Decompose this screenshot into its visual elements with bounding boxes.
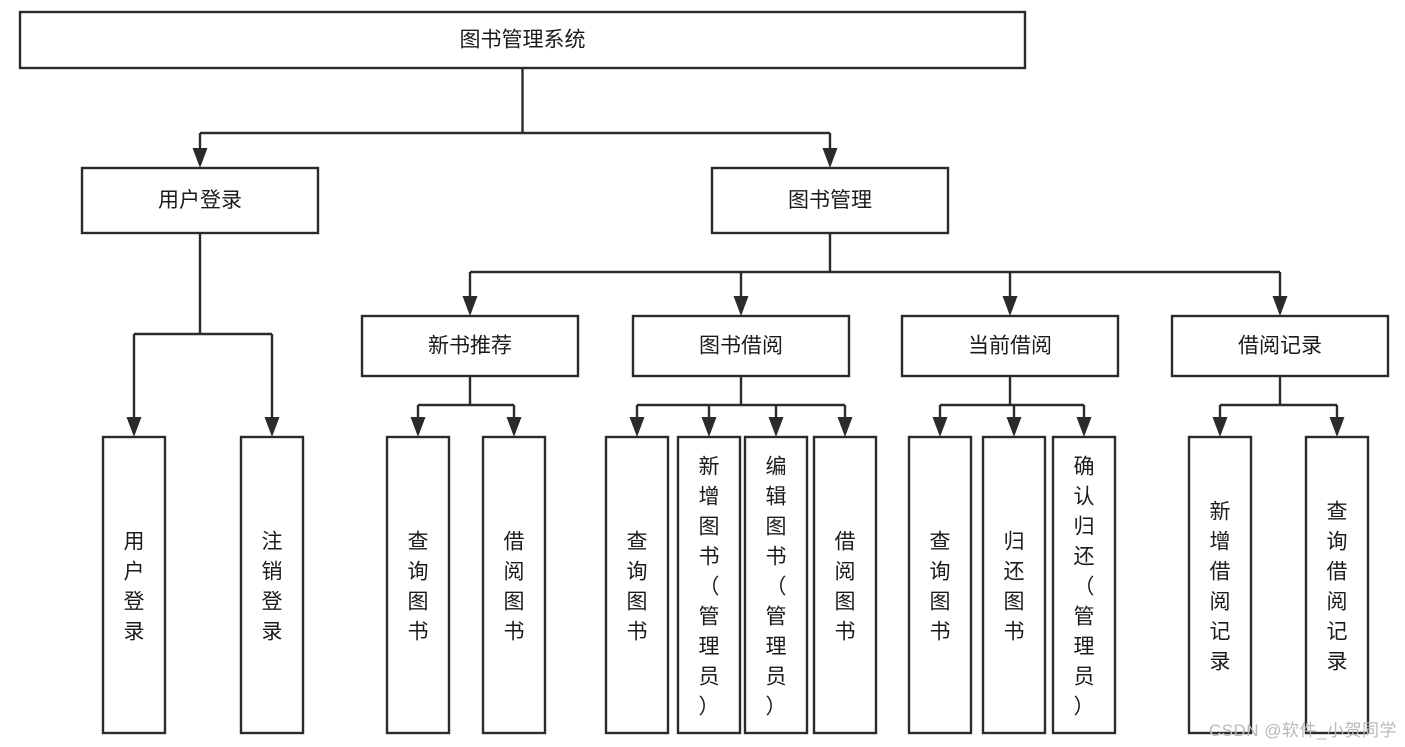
node-label-current-borrow: 当前借阅 [968,335,1052,358]
node-book-manage[interactable]: 图书管理 [710,166,950,235]
node-label-leaf-edit-book: 编辑图书（管理员） [766,455,787,718]
node-leaf-confirm-return[interactable]: 确认归还（管理员） [1051,435,1117,735]
node-box-book-manage[interactable] [710,166,950,235]
node-box-leaf-user-login[interactable] [101,435,167,735]
arrow-head-icon [264,417,280,437]
arrow-head-icon [1272,296,1288,316]
node-label-root: 图书管理系统 [460,29,586,52]
node-label-leaf-query-book-recommend: 查询图书 [408,530,429,643]
node-box-leaf-query-book-borrow[interactable] [604,435,670,735]
node-label-borrow-record: 借阅记录 [1238,335,1322,358]
node-layer: 图书管理系统用户登录图书管理新书推荐图书借阅当前借阅借阅记录用户登录注销登录查询… [18,10,1390,735]
node-label-leaf-user-login: 用户登录 [124,530,145,643]
connector-record-to-leaves [1212,376,1345,437]
node-box-root[interactable] [18,10,1027,70]
node-box-leaf-borrow-book[interactable] [812,435,878,735]
node-leaf-add-record[interactable]: 新增借阅记录 [1187,435,1253,735]
node-book-borrow[interactable]: 图书借阅 [631,314,851,378]
node-label-leaf-return-book: 归还图书 [1004,530,1025,643]
node-leaf-query-book-borrow[interactable]: 查询图书 [604,435,670,735]
node-label-leaf-add-record: 新增借阅记录 [1210,500,1231,673]
connector-layer [126,68,1345,437]
node-label-leaf-query-record: 查询借阅记录 [1327,500,1348,673]
arrow-head-icon [1006,417,1022,437]
arrow-head-icon [1076,417,1092,437]
node-box-user-login[interactable] [80,166,320,235]
arrow-head-icon [506,417,522,437]
node-leaf-edit-book[interactable]: 编辑图书（管理员） [743,435,809,735]
connector-root-to-level2 [192,68,838,168]
node-borrow-record[interactable]: 借阅记录 [1170,314,1390,378]
node-box-leaf-add-book[interactable] [676,435,742,735]
node-leaf-query-book-recommend[interactable]: 查询图书 [385,435,451,735]
node-box-leaf-query-book-current[interactable] [907,435,973,735]
node-box-book-borrow[interactable] [631,314,851,378]
node-label-user-login: 用户登录 [158,189,242,212]
node-leaf-logout[interactable]: 注销登录 [239,435,305,735]
arrow-head-icon [768,417,784,437]
node-box-leaf-query-book-recommend[interactable] [385,435,451,735]
arrow-head-icon [1002,296,1018,316]
node-label-leaf-query-book-borrow: 查询图书 [627,530,648,643]
node-label-leaf-add-book: 新增图书（管理员） [699,455,720,718]
node-label-leaf-confirm-return: 确认归还（管理员） [1074,455,1095,718]
node-new-book-recommend[interactable]: 新书推荐 [360,314,580,378]
node-box-leaf-confirm-return[interactable] [1051,435,1117,735]
node-box-leaf-query-record[interactable] [1304,435,1370,735]
connector-book-manage-to-level3 [462,233,1288,316]
connector-current-to-leaves [932,376,1092,437]
node-leaf-borrow-book[interactable]: 借阅图书 [812,435,878,735]
connector-recommend-to-leaves [410,376,522,437]
node-box-current-borrow[interactable] [900,314,1120,378]
arrow-head-icon [1329,417,1345,437]
node-label-book-borrow: 图书借阅 [699,335,783,358]
connector-user-login-to-leaves [126,233,280,437]
node-label-leaf-query-book-current: 查询图书 [930,530,951,643]
node-label-new-book-recommend: 新书推荐 [428,335,512,358]
arrow-head-icon [629,417,645,437]
node-label-book-manage: 图书管理 [788,189,872,212]
node-box-leaf-add-record[interactable] [1187,435,1253,735]
arrow-head-icon [126,417,142,437]
arrow-head-icon [837,417,853,437]
csdn-watermark: CSDN @软件_小贺同学 [1208,721,1397,740]
arrow-head-icon [822,148,838,168]
node-leaf-return-book[interactable]: 归还图书 [981,435,1047,735]
node-leaf-query-record[interactable]: 查询借阅记录 [1304,435,1370,735]
arrow-head-icon [410,417,426,437]
arrow-head-icon [1212,417,1228,437]
node-box-leaf-edit-book[interactable] [743,435,809,735]
arrow-head-icon [932,417,948,437]
node-leaf-user-login[interactable]: 用户登录 [101,435,167,735]
node-leaf-add-book[interactable]: 新增图书（管理员） [676,435,742,735]
node-box-leaf-return-book[interactable] [981,435,1047,735]
node-user-login[interactable]: 用户登录 [80,166,320,235]
node-label-leaf-borrow-book: 借阅图书 [835,530,856,643]
node-box-leaf-borrow-book-recommend[interactable] [481,435,547,735]
node-box-new-book-recommend[interactable] [360,314,580,378]
connector-borrow-to-leaves [629,376,853,437]
arrow-head-icon [733,296,749,316]
node-root[interactable]: 图书管理系统 [18,10,1027,70]
node-box-leaf-logout[interactable] [239,435,305,735]
node-label-leaf-borrow-book-recommend: 借阅图书 [504,530,525,643]
arrow-head-icon [192,148,208,168]
arrow-head-icon [462,296,478,316]
node-leaf-borrow-book-recommend[interactable]: 借阅图书 [481,435,547,735]
node-leaf-query-book-current[interactable]: 查询图书 [907,435,973,735]
node-current-borrow[interactable]: 当前借阅 [900,314,1120,378]
node-box-borrow-record[interactable] [1170,314,1390,378]
node-label-leaf-logout: 注销登录 [262,530,283,643]
arrow-head-icon [701,417,717,437]
